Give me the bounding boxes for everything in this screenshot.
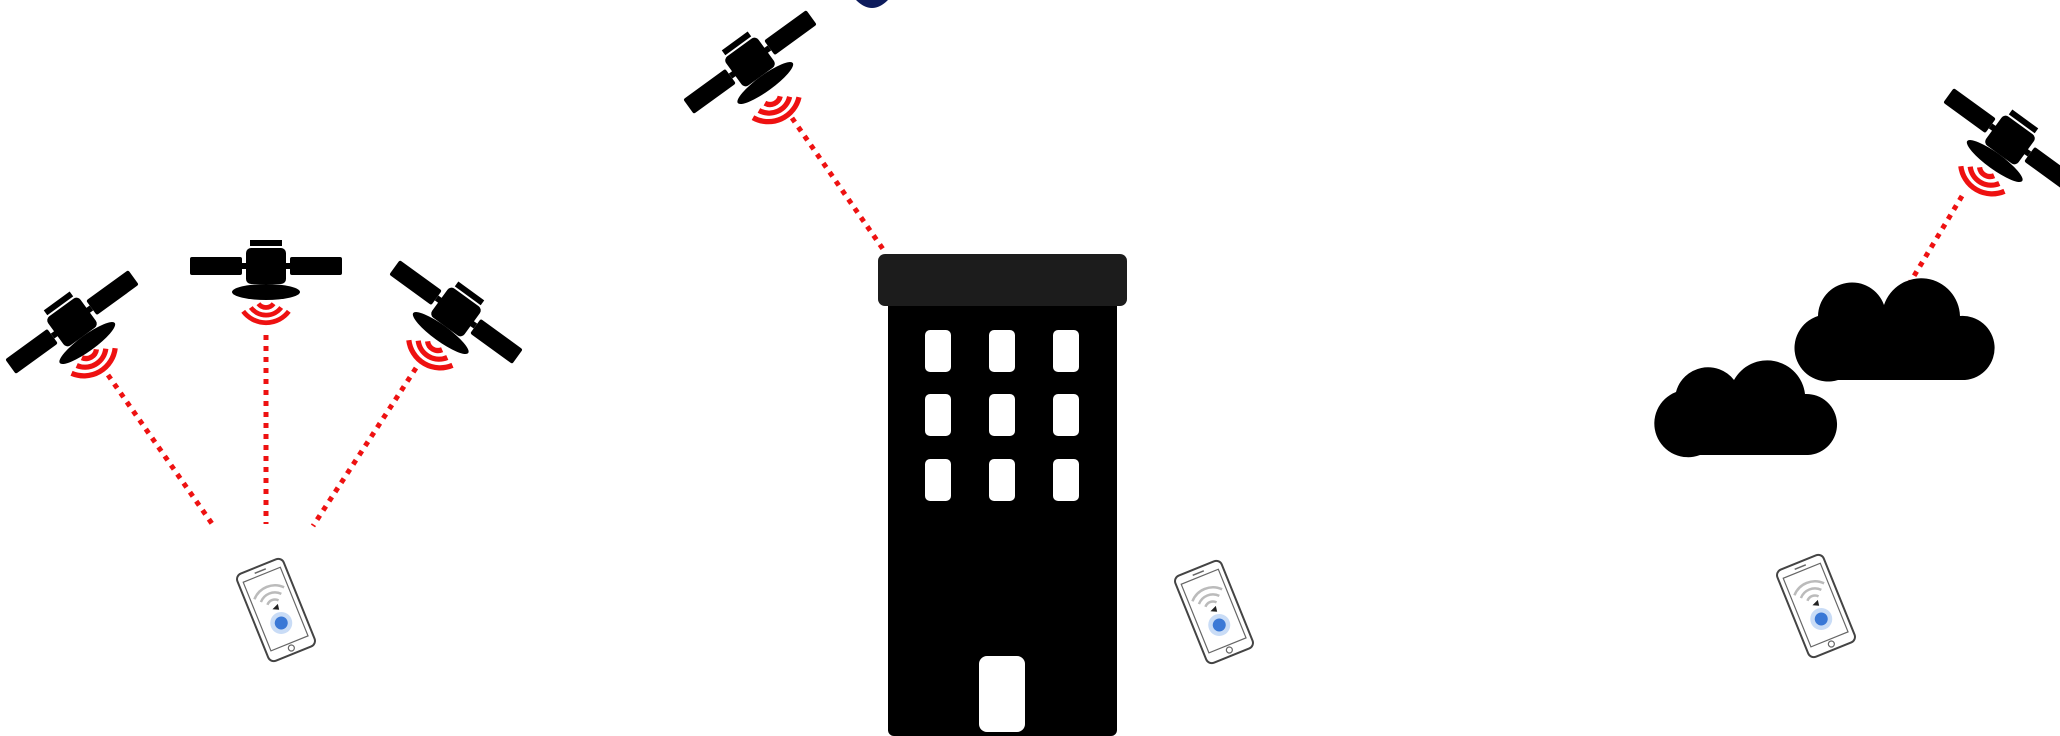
satellite-icon (190, 240, 342, 300)
signal-path-left (108, 375, 215, 528)
partial-shape (856, 0, 888, 8)
smartphone-icon (1173, 559, 1255, 665)
open-sky-diagram (0, 0, 560, 736)
satellite-icon (673, 0, 831, 134)
smartphone-icon (1775, 553, 1857, 659)
signal-path-blocked (792, 118, 885, 252)
satellite-icon (375, 246, 533, 384)
building-icon (878, 254, 1127, 736)
scene-building (600, 0, 1360, 736)
smartphone-icon (235, 557, 317, 663)
building-diagram (600, 0, 1360, 736)
scene-cloud (1600, 0, 2060, 736)
signal-path-right (313, 368, 416, 526)
cloud-icon (1794, 278, 1994, 381)
cloud-diagram (1600, 0, 2060, 736)
signal-waves-icon (243, 304, 289, 323)
scene-open-sky (0, 0, 560, 736)
signal-path-attenuated (1908, 196, 1962, 286)
